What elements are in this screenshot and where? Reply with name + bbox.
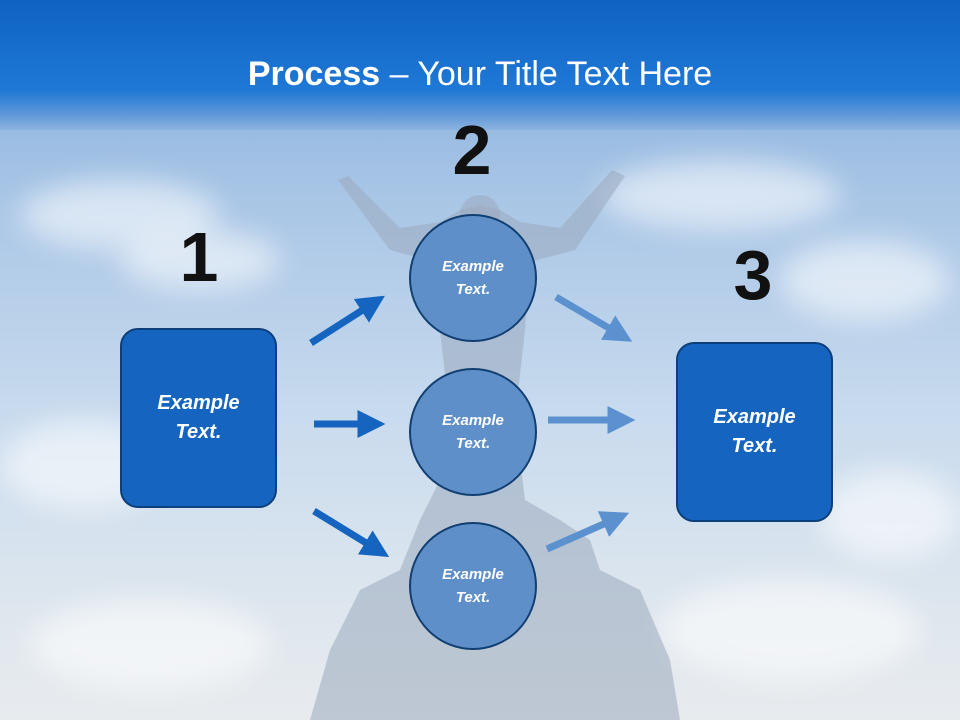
cloud — [780, 240, 950, 320]
circle-2-line1: Example — [442, 412, 504, 429]
box-1-line2: Text. — [175, 421, 222, 443]
box-3-line2: Text. — [731, 435, 778, 457]
step-number-2: 2 — [452, 111, 492, 189]
arrow-from-circle-3 — [545, 511, 630, 553]
step-number-1: 1 — [179, 218, 219, 296]
title-band — [0, 0, 960, 130]
box-3-line1: Example — [713, 406, 796, 428]
title-bold: Process — [247, 55, 381, 93]
step-number-3: 3 — [733, 236, 773, 314]
arrow-to-circle-3 — [312, 508, 390, 558]
circle-2-line2: Text. — [455, 435, 491, 452]
cloud — [120, 230, 280, 290]
slide-title: Process – Your Title Text Here — [0, 52, 960, 96]
box-1-line1: Example — [157, 392, 240, 414]
title-rest: – Your Title Text Here — [380, 55, 713, 93]
circle-3-line2: Text. — [455, 589, 491, 606]
arrow-from-circle-1 — [554, 293, 633, 342]
cloud — [600, 160, 840, 230]
arrow-to-circle-1 — [309, 295, 385, 346]
cloud — [30, 600, 270, 690]
circle-3-line1: Example — [442, 566, 504, 583]
circle-1-line2: Text. — [455, 281, 491, 298]
cloud — [820, 470, 960, 560]
cloud — [660, 580, 920, 680]
circle-1-line1: Example — [442, 258, 504, 275]
